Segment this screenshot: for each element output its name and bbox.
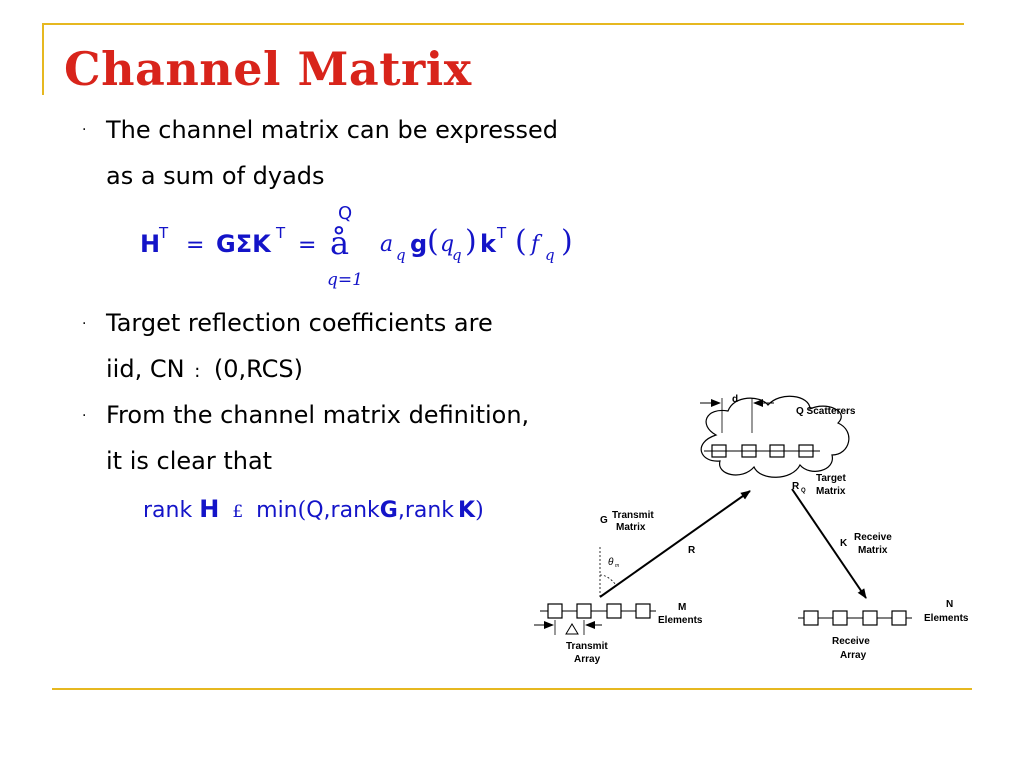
eq-theta: q: [440, 232, 455, 257]
n-elements-label-2: Elements: [924, 613, 969, 624]
delta-triangle-icon: [565, 623, 579, 635]
transmit-array-label-1: Transmit: [566, 641, 608, 652]
bullet-2-distribution: (0,RCS): [213, 355, 304, 383]
d-label: d: [732, 394, 738, 405]
min-q: Q,: [306, 498, 331, 523]
receive-array-label-2: Array: [840, 650, 867, 661]
eq-paren2-close: ): [561, 224, 573, 259]
rank-k: K: [458, 498, 476, 523]
transmit-array-elements: [547, 603, 651, 619]
min-paren-close: ): [475, 498, 484, 523]
rank-h: H: [199, 495, 220, 523]
receive-array-elements: [803, 610, 907, 626]
distributed-as-symbol: :: [194, 361, 201, 382]
eq-paren-close: ): [465, 224, 477, 259]
min-text: min: [256, 498, 298, 523]
rank-text-1: rank: [143, 498, 193, 523]
rank-text-2: rank: [330, 498, 380, 523]
eq-sum-lower: q=1: [327, 270, 363, 290]
g-label: G: [600, 515, 608, 526]
eq-g-vector: g: [410, 230, 428, 258]
eq-alpha-sub: q: [396, 246, 406, 264]
r-label: R: [688, 545, 696, 556]
frame-left-rule: [42, 23, 44, 95]
target-matrix-label-2: Matrix: [816, 486, 846, 497]
eq-equals-1: =: [186, 233, 205, 258]
eq-h: H: [140, 230, 161, 258]
bullet-dot: ·: [82, 408, 87, 424]
bullet-3-line-1: From the channel matrix definition,: [106, 401, 530, 429]
receive-matrix-label-1: Receive: [854, 532, 892, 543]
min-comma: ,: [397, 498, 405, 523]
bullet-dot: ·: [82, 316, 87, 332]
eq-k-vector: k: [480, 230, 496, 258]
rq-label: R: [792, 481, 800, 492]
transmit-path-arrow: [599, 490, 751, 598]
transmit-matrix-label-2: Matrix: [616, 522, 646, 533]
receive-array-label-1: Receive: [832, 636, 870, 647]
bullet-2-prefix: iid, CN: [106, 355, 185, 383]
receive-path-arrow: [791, 488, 867, 599]
slide-title: Channel Matrix: [64, 42, 472, 96]
theta-label: θ: [608, 557, 614, 568]
eq-gsk-sup: T: [276, 224, 286, 242]
eq-h-sup: T: [159, 224, 169, 242]
bullet-1-line-2: as a sum of dyads: [106, 162, 325, 190]
channel-geometry-diagram: d Q Scatterers Target Matrix R Q θ m G T…: [520, 385, 1000, 675]
rank-g: G: [379, 498, 398, 523]
bullet-2-line-1: Target reflection coefficients are: [106, 309, 493, 337]
q-scatterers-label: Q Scatterers: [796, 406, 856, 417]
frame-top-rule: [42, 23, 964, 25]
target-matrix-label-1: Target: [816, 473, 846, 484]
rq-subscript: Q: [801, 488, 806, 494]
k-label: K: [840, 538, 848, 549]
bullet-3-line-2: it is clear that: [106, 447, 273, 475]
eq-phi-sub: q: [545, 246, 555, 264]
rank-text-3: rank: [404, 498, 455, 523]
eq-alpha: a: [380, 232, 394, 257]
eq-phi: f: [531, 232, 540, 257]
diagram-svg: d Q Scatterers Target Matrix R Q θ m G T…: [534, 394, 969, 665]
leq-symbol: £: [232, 502, 244, 522]
receive-matrix-label-2: Matrix: [858, 545, 888, 556]
eq-sum-upper: Q: [338, 203, 353, 224]
eq-paren2-open: (: [515, 224, 527, 259]
bullet-2-line-2: iid, CN : (0,RCS): [106, 355, 303, 383]
m-elements-label-2: Elements: [658, 615, 703, 626]
theta-subscript: m: [615, 563, 619, 569]
frame-bottom-rule: [52, 688, 972, 690]
eq-paren-open: (: [427, 224, 439, 259]
m-elements-label-1: M: [678, 602, 686, 613]
bullet-1-line-1: The channel matrix can be expressed: [106, 116, 558, 144]
eq-sum-symbol: å: [330, 224, 350, 262]
min-paren-open: (: [297, 498, 307, 523]
n-elements-label-1: N: [946, 599, 953, 610]
transmit-array-label-2: Array: [574, 654, 601, 665]
bullet-dot: ·: [82, 122, 87, 138]
eq-k-sup: T: [497, 224, 507, 242]
eq-equals-2: =: [298, 233, 317, 258]
eq-gsk: GΣK: [216, 230, 271, 258]
eq-theta-sub: q: [452, 246, 462, 264]
transmit-matrix-label-1: Transmit: [612, 510, 654, 521]
